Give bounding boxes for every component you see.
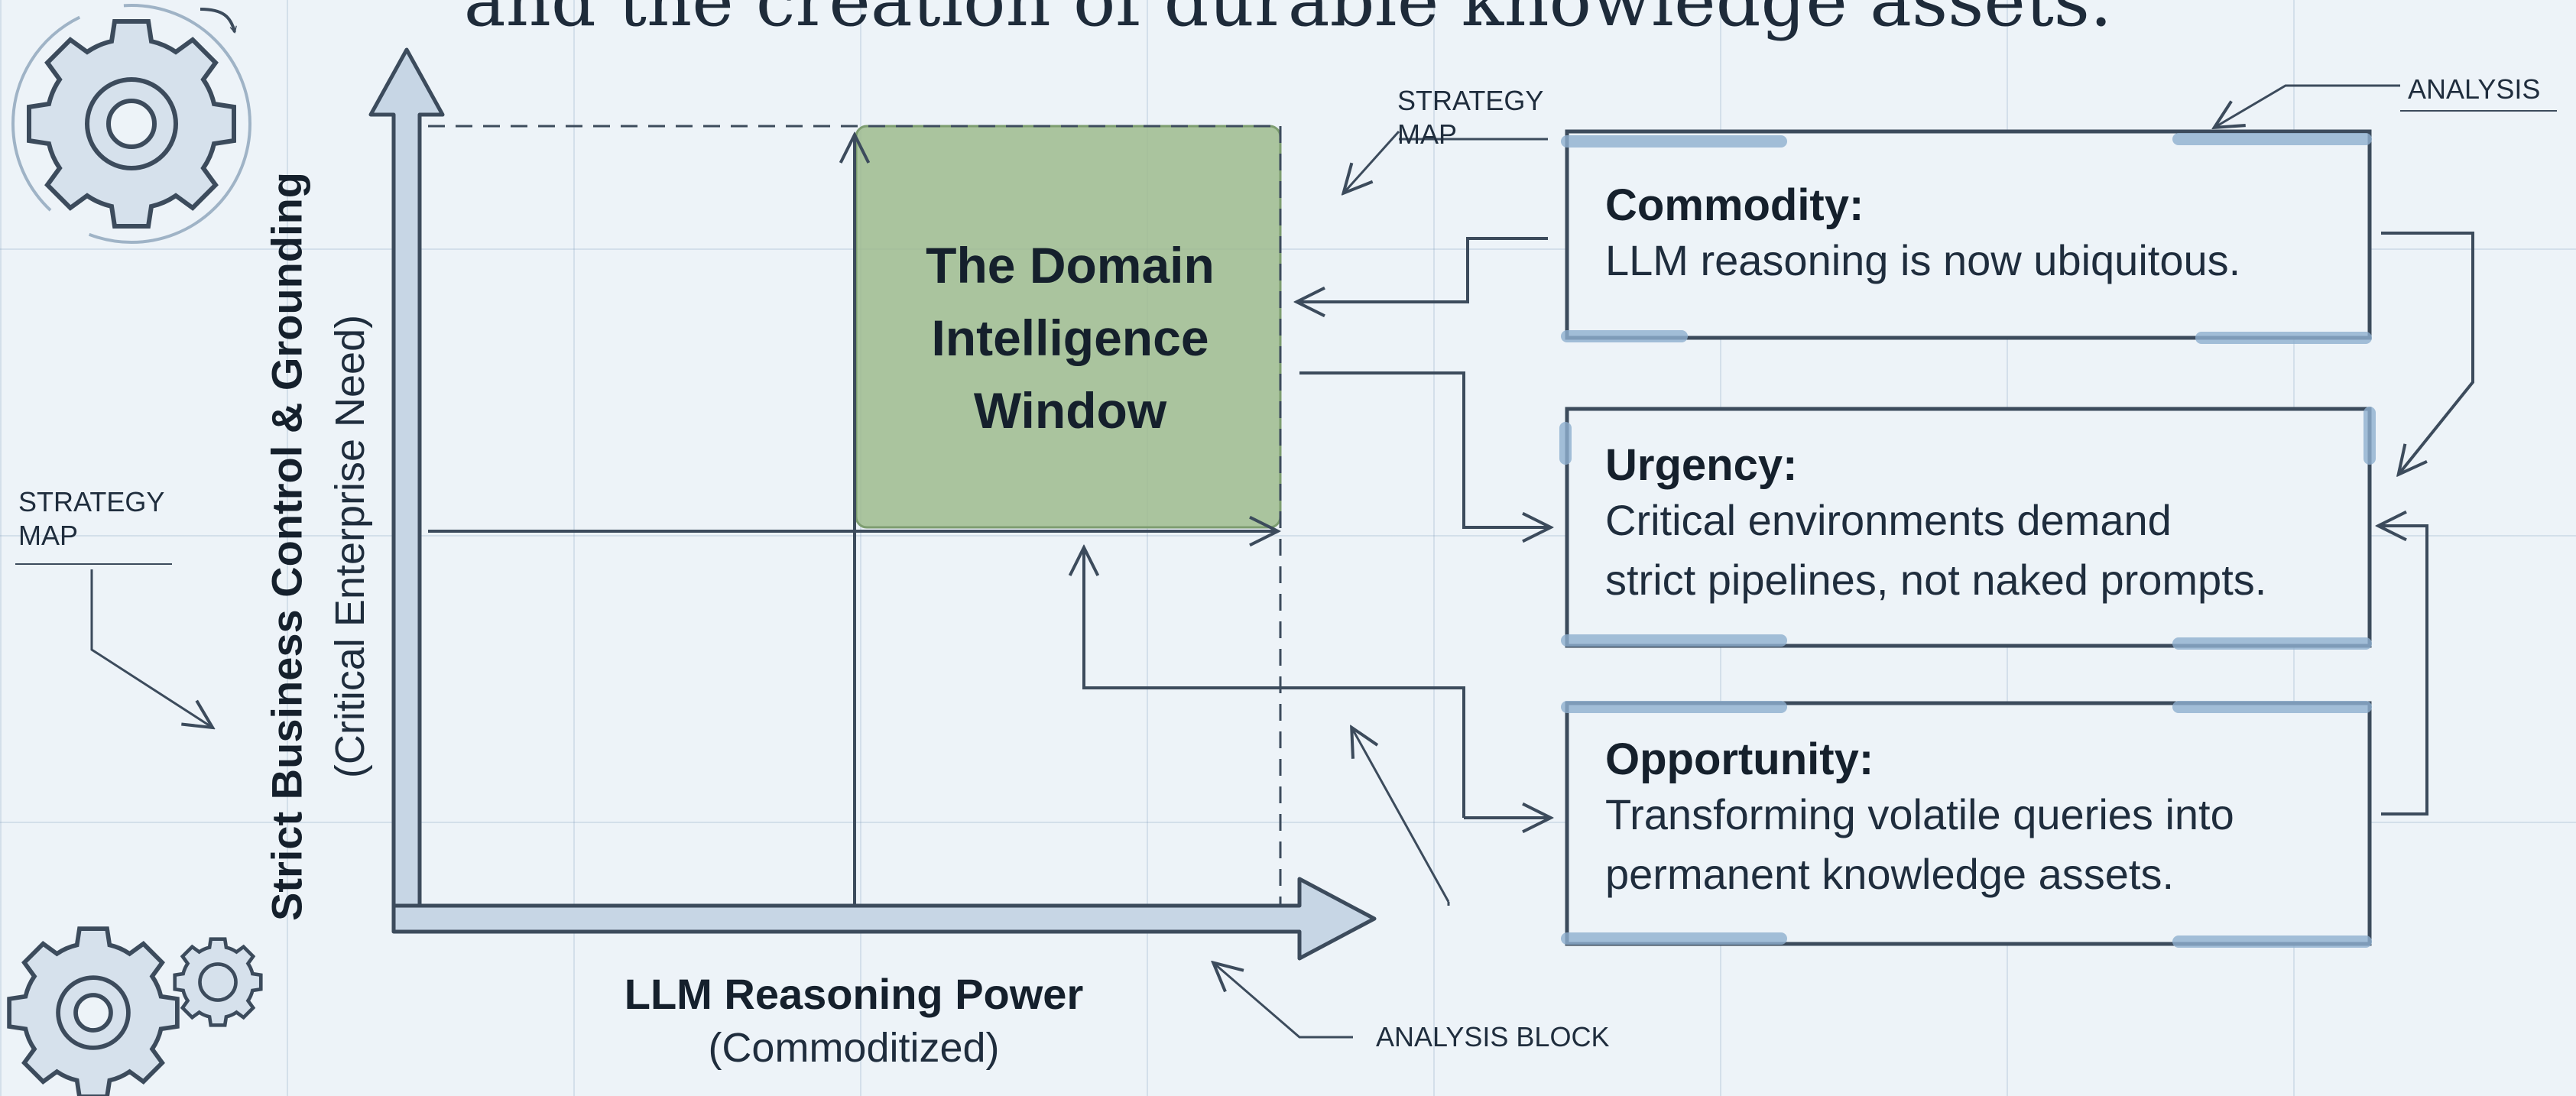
analysis-annotation: ANALYSIS [2408,73,2541,105]
strategy-map-annotation: STRATEGY MAP [1397,85,1544,150]
gear-icon [173,937,263,1027]
y-axis-arrow [368,47,445,931]
x-axis-label: LLM Reasoning Power [624,970,1084,1018]
card-body-line: permanent knowledge assets. [1605,850,2174,898]
x-axis-sublabel: (Commoditized) [708,1025,1000,1071]
analysis-block-annotation: ANALYSIS BLOCK [1376,1021,1610,1052]
strategy-map-annotation-left: STRATEGY MAP [18,486,165,551]
connector-arrows [1084,232,2474,818]
card-body-line: Critical environments demand [1605,496,2172,544]
card-title: Opportunity: [1605,734,1874,784]
card-urgency: Urgency: Critical environments demand st… [1605,439,2266,610]
page-title: and the creation of durable knowledge as… [463,0,2113,42]
card-commodity: Commodity: LLM reasoning is now ubiquito… [1605,180,2240,290]
gear-icon [11,4,251,244]
card-body-line: LLM reasoning is now ubiquitous. [1605,236,2241,284]
card-boxes [1565,129,2372,946]
y-axis-label: Strict Business Control & Grounding [262,171,311,922]
card-accents [1559,133,2376,948]
card-title: Urgency: [1605,440,1798,490]
card-body-line: Transforming volatile queries into [1605,790,2234,838]
card-body-line: strict pipelines, not naked prompts. [1605,556,2267,604]
y-axis-sublabel: (Critical Enterprise Need) [327,314,373,779]
annotation-underlines [15,110,2557,565]
card-opportunity: Opportunity: Transforming volatile queri… [1605,734,2234,904]
annotation-pointers [90,84,2400,1039]
domain-window-label: The Domain Intelligence Window [926,237,1215,439]
gear-icon [7,926,180,1096]
matrix-divider-lines [428,138,1275,906]
card-title: Commodity: [1605,180,1864,230]
x-axis-arrow [391,877,1377,961]
